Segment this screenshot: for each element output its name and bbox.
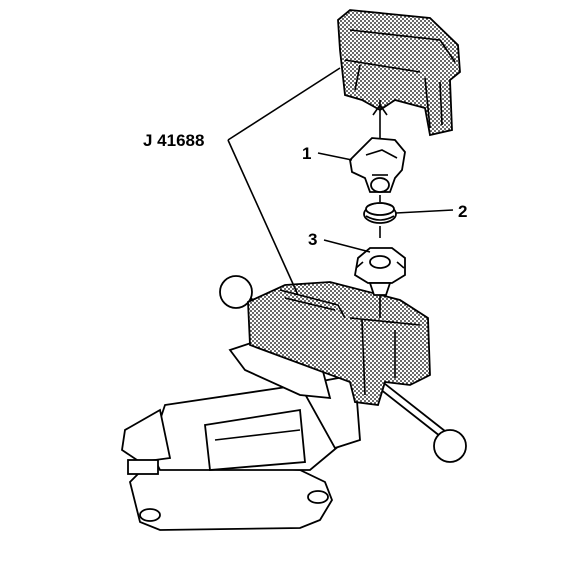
upper-tool-jaw xyxy=(337,9,461,137)
bench-vise xyxy=(121,275,467,531)
part-3-lower-star xyxy=(354,247,406,318)
callout-2: 2 xyxy=(458,202,467,221)
part-2-spring xyxy=(363,195,397,238)
tool-label: J 41688 xyxy=(143,131,204,150)
callout-leaders xyxy=(227,67,454,296)
callout-1: 1 xyxy=(302,144,311,163)
callout-3: 3 xyxy=(308,230,317,249)
lower-tool-jaw xyxy=(247,281,431,406)
part-1-upper-star xyxy=(349,100,406,193)
